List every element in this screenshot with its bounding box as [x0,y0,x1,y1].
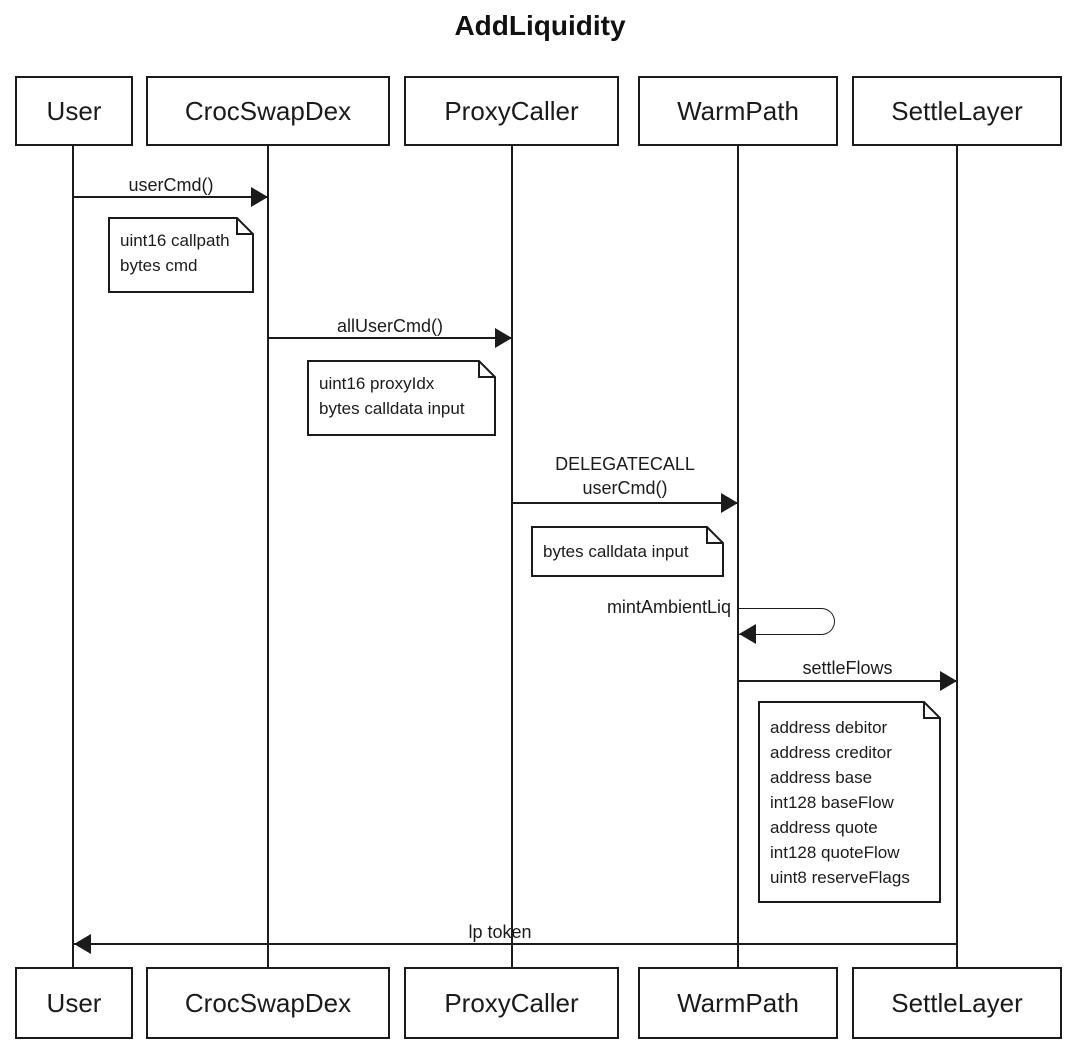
note-line: int128 baseFlow [770,793,894,812]
lifeline-crocswapdex [267,146,269,967]
participant-label: WarmPath [677,95,799,126]
note-settleflows-params: address debitor address creditor address… [758,701,941,903]
message-3-label-line2: userCmd() [582,478,668,498]
message-5-line [738,680,957,682]
note-line: address quote [770,818,878,837]
participant-label: CrocSwapDex [184,95,352,126]
participant-label: User [46,95,102,126]
message-3-label: DELEGATECALL userCmd() [512,452,738,500]
participant-label: User [46,987,102,1018]
diagram-title: AddLiquidity [454,10,626,41]
note-line: bytes cmd [120,256,198,275]
note-shape-icon [108,217,254,293]
message-1-arrowhead-right-icon [251,187,268,207]
message-3-line [512,502,738,504]
note-allusercmd-params: uint16 proxyIdx bytes calldata input [307,360,496,436]
participant-box-top-proxycaller: ProxyCaller [404,76,619,146]
participant-box-bottom-user: User [15,967,133,1039]
note-line: bytes calldata input [543,542,689,561]
note-shape-icon [307,360,496,436]
note-usercmd-params: uint16 callpath bytes cmd [108,217,254,293]
message-2-label: allUserCmd() [336,316,443,336]
participant-box-top-settlelayer: SettleLayer [852,76,1062,146]
participant-label: ProxyCaller [444,987,579,1018]
lifeline-settlelayer [956,146,958,967]
note-line: address debitor [770,718,888,737]
note-text: uint16 callpath bytes cmd [120,228,230,278]
message-6-line [74,943,957,945]
note-shape-icon [758,701,941,903]
message-6-label: lp token [468,922,532,942]
note-shape-icon [531,526,724,577]
note-delegatecall-params: bytes calldata input [531,526,724,577]
message-1-line [74,196,268,198]
message-3-arrowhead-right-icon [721,493,738,513]
participant-box-top-user: User [15,76,133,146]
participant-label: SettleLayer [891,987,1023,1018]
note-line: uint8 reserveFlags [770,868,910,887]
lifeline-user [72,146,74,967]
note-line: bytes calldata input [319,399,465,418]
message-4-arrowhead-left-icon [739,624,756,644]
participant-label: ProxyCaller [444,95,579,126]
participant-box-bottom-warmpath: WarmPath [638,967,838,1039]
note-line: int128 quoteFlow [770,843,900,862]
participant-label: WarmPath [677,987,799,1018]
participant-box-bottom-settlelayer: SettleLayer [852,967,1062,1039]
note-text: bytes calldata input [543,539,689,564]
note-line: address base [770,768,873,787]
message-3-label-line1: DELEGATECALL [555,454,695,474]
message-4-self-loop [738,608,835,635]
participant-box-bottom-proxycaller: ProxyCaller [404,967,619,1039]
message-5-arrowhead-right-icon [940,671,957,691]
message-5-label: settleFlows [802,658,893,678]
message-6-arrowhead-left-icon [74,934,91,954]
note-text: uint16 proxyIdx bytes calldata input [319,371,465,421]
note-text: address debitor address creditor address… [770,715,910,890]
message-2-line [268,337,512,339]
message-2-arrowhead-right-icon [495,328,512,348]
lifeline-proxycaller [511,146,513,967]
participant-box-top-warmpath: WarmPath [638,76,838,146]
message-1-label: userCmd() [128,175,214,195]
participant-box-bottom-crocswapdex: CrocSwapDex [146,967,390,1039]
participant-label: CrocSwapDex [184,987,352,1018]
message-4-label: mintAmbientLiq [606,597,731,617]
participant-label: SettleLayer [891,95,1023,126]
note-line: uint16 proxyIdx [319,374,435,393]
lifeline-warmpath [737,146,739,967]
note-line: uint16 callpath [120,231,230,250]
note-line: address creditor [770,743,892,762]
participant-box-top-crocswapdex: CrocSwapDex [146,76,390,146]
